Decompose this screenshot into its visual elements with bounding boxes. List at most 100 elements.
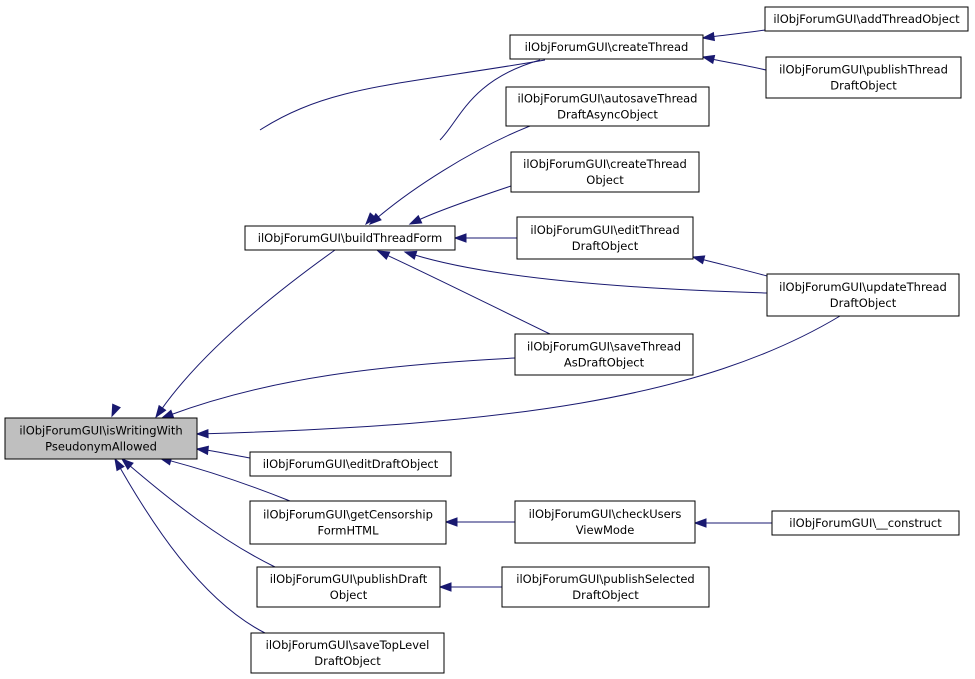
- node-autosaveThreadDraftAsyncObject[interactable]: ilObjForumGUI\autosaveThreadDraftAsyncOb…: [505, 86, 710, 127]
- edge-arrowhead: [453, 233, 467, 243]
- node-box: [509, 34, 704, 60]
- edge-line: [205, 449, 251, 459]
- node-box: [771, 510, 960, 536]
- node-label: DraftObject: [572, 588, 639, 602]
- edge-arrowhead: [701, 31, 715, 42]
- edge-arrowhead: [155, 404, 167, 419]
- edge-line: [439, 59, 541, 141]
- node-label: ilObjForumGUI\publishDraft: [270, 572, 428, 586]
- node-addThreadObject[interactable]: ilObjForumGUI\addThreadObject: [764, 6, 969, 32]
- node-box: [250, 632, 445, 674]
- edges-layer: [111, 29, 841, 634]
- edge-arrowhead: [438, 582, 452, 592]
- edge-arrowhead: [376, 250, 391, 261]
- node-editDraftObject[interactable]: ilObjForumGUI\editDraftObject: [249, 451, 452, 477]
- node-label: Object: [330, 588, 368, 602]
- node-box: [510, 151, 700, 193]
- node-label: ilObjForumGUI\saveTopLevel: [266, 638, 430, 652]
- node-box: [514, 500, 696, 544]
- node-createThread[interactable]: ilObjForumGUI\createThread: [509, 34, 704, 60]
- node-label: ilObjForumGUI\editDraftObject: [263, 457, 439, 471]
- edge-updateThreadDraftObject-to-editThreadDraftObject: [691, 255, 768, 277]
- edge-construct-to-checkUsersViewMode: [693, 518, 773, 528]
- edge-arrowhead: [403, 250, 418, 260]
- node-construct[interactable]: ilObjForumGUI\__construct: [771, 510, 960, 536]
- node-label: ilObjForumGUI\editThread: [530, 223, 679, 237]
- node-label: DraftObject: [314, 654, 381, 668]
- edge-createThreadObject-to-buildThreadForm: [408, 185, 512, 225]
- edge-line: [417, 185, 512, 221]
- edge-publishDraftObject-to-iswriting: [120, 458, 276, 568]
- node-iswriting[interactable]: ilObjForumGUI\isWritingWithPseudonymAllo…: [4, 417, 198, 460]
- nodes-layer: ilObjForumGUI\isWritingWithPseudonymAllo…: [4, 6, 969, 674]
- node-box: [249, 500, 447, 545]
- edge-line: [711, 58, 767, 71]
- node-box: [505, 86, 710, 127]
- node-label: ilObjForumGUI\saveThread: [527, 340, 681, 354]
- edge-arrowhead: [111, 403, 121, 418]
- node-label: ilObjForumGUI\publishThread: [779, 63, 948, 77]
- edge-line: [259, 59, 546, 131]
- node-box: [766, 273, 960, 317]
- edge-arrowhead: [195, 428, 209, 439]
- edge-line: [168, 459, 291, 502]
- edge-line: [413, 254, 768, 294]
- edge-arrowhead: [114, 457, 125, 472]
- edge-line: [205, 315, 841, 435]
- edge-line: [711, 29, 766, 38]
- edge-arrowhead: [444, 517, 458, 527]
- edge-arrowhead: [195, 445, 209, 456]
- node-box: [516, 216, 694, 260]
- node-box: [249, 451, 452, 477]
- node-box: [514, 333, 694, 376]
- edge-addThreadObject-to-createThread: [701, 29, 766, 42]
- node-box: [501, 566, 710, 608]
- edge-editThreadDraftObject-to-buildThreadForm: [453, 233, 518, 243]
- edge-editDraftObject-to-iswriting: [195, 445, 251, 459]
- edge-line: [170, 357, 516, 416]
- edge-arrowhead: [693, 518, 707, 528]
- node-label: FormHTML: [318, 524, 380, 538]
- edge-autosaveThreadDraftAsyncObject-to-buildThreadForm: [368, 125, 531, 225]
- edge-line: [376, 125, 531, 219]
- node-label: DraftObject: [830, 79, 897, 93]
- node-buildThreadForm[interactable]: ilObjForumGUI\buildThreadForm: [244, 225, 456, 251]
- edge-createThread-to-iswriting: [111, 59, 546, 418]
- node-box: [764, 6, 969, 32]
- node-label: ilObjForumGUI\addThreadObject: [773, 12, 960, 26]
- node-label: ilObjForumGUI\createThread: [523, 157, 687, 171]
- node-label: AsDraftObject: [564, 356, 645, 370]
- edge-line: [701, 258, 768, 277]
- node-box: [4, 417, 198, 460]
- edge-saveThreadAsDraftObject-to-buildThreadForm: [376, 250, 551, 335]
- node-label: ilObjForumGUI\getCensorship: [263, 508, 433, 522]
- edge-checkUsersViewMode-to-getCensorshipFormHTML: [444, 517, 515, 527]
- node-label: ilObjForumGUI\buildThreadForm: [258, 231, 442, 245]
- edge-line: [160, 249, 336, 410]
- edge-line: [119, 466, 266, 634]
- node-label: ViewMode: [576, 523, 635, 537]
- node-label: ilObjForumGUI\checkUsers: [529, 507, 682, 521]
- edge-arrowhead: [408, 214, 423, 225]
- node-box: [256, 566, 441, 608]
- node-label: ilObjForumGUI\publishSelected: [516, 572, 694, 586]
- node-label: ilObjForumGUI\__construct: [789, 516, 942, 530]
- edge-line: [128, 464, 276, 568]
- edge-arrowhead: [691, 255, 706, 265]
- edge-arrowhead: [120, 458, 134, 471]
- node-label: ilObjForumGUI\updateThread: [779, 280, 947, 294]
- edge-saveThreadAsDraftObject-to-iswriting: [160, 357, 516, 419]
- node-label: DraftObject: [572, 239, 639, 253]
- edge-publishThreadDraftObject-to-createThread: [701, 54, 767, 71]
- edge-buildThreadForm-to-iswriting: [155, 249, 336, 419]
